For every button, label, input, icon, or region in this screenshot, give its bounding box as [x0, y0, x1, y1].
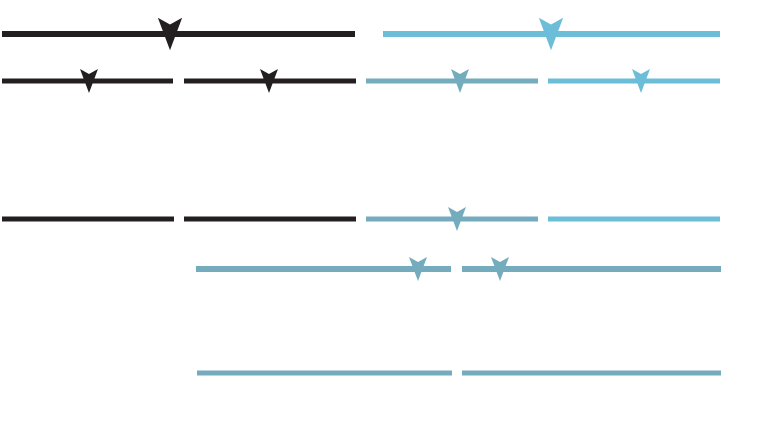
row-1: [2, 17, 720, 51]
cleavage-arrow-icon: [260, 69, 278, 93]
row-3: [2, 207, 720, 231]
cleavage-arrow-icon: [538, 17, 564, 51]
cleavage-arrow-icon: [448, 207, 466, 231]
cleavage-arrow-icon: [157, 17, 183, 51]
cleavage-arrow-icon: [632, 69, 650, 93]
cleavage-arrow-icon: [451, 69, 469, 93]
row-2: [2, 69, 720, 93]
cleavage-arrow-icon: [491, 257, 509, 281]
cleavage-arrow-icon: [80, 69, 98, 93]
cleavage-arrow-icon: [409, 257, 427, 281]
row-4: [196, 257, 721, 281]
